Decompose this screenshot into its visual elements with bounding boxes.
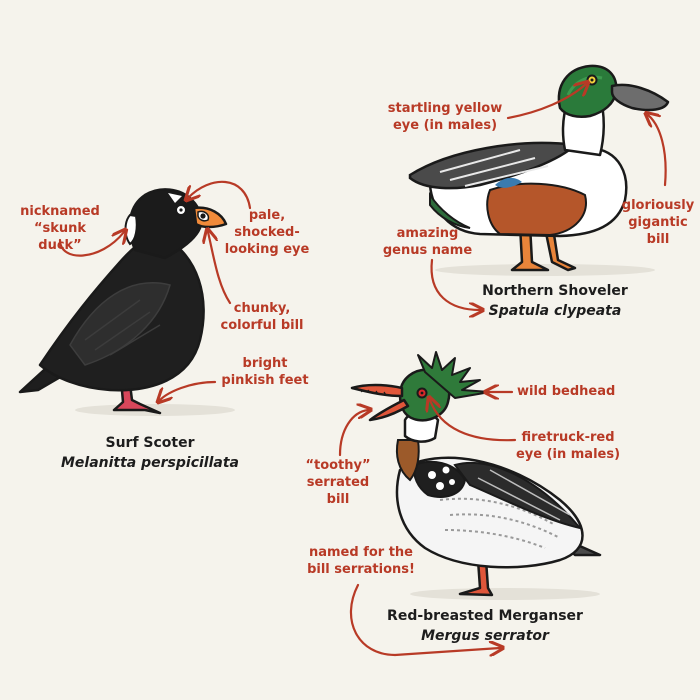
shoveler-caption: Northern Shoveler Spatula clypeata bbox=[440, 281, 670, 321]
scoter-common-name: Surf Scoter bbox=[105, 435, 195, 451]
arrow-merganser-eye bbox=[430, 400, 517, 442]
surf-scoter-illustration bbox=[18, 188, 228, 415]
arrow-scoter-feet bbox=[160, 380, 217, 400]
arrow-named-for bbox=[349, 583, 500, 655]
scoter-nickname-note: nicknamed “skunk duck” bbox=[20, 204, 100, 253]
merganser-eye-note: firetruck-red eye (in males) bbox=[515, 430, 621, 462]
scoter-eye-note: pale, shocked- looking eye bbox=[224, 208, 310, 257]
shoveler-scientific-name: Spatula clypeata bbox=[488, 303, 622, 319]
arrow-shoveler-eye bbox=[506, 84, 586, 120]
arrow-genus bbox=[430, 258, 480, 310]
arrow-scoter-bill bbox=[208, 232, 232, 305]
arrow-merganser-bill bbox=[338, 410, 368, 457]
annotation-arrows bbox=[58, 84, 667, 655]
shoveler-eye-note: startling yellow eye (in males) bbox=[387, 101, 503, 133]
scoter-scientific-name: Melanitta perspicillata bbox=[60, 455, 239, 471]
scoter-feet-note: bright pinkish feet bbox=[221, 356, 309, 388]
merganser-named-for-note: named for the bill serrations! bbox=[307, 545, 415, 577]
scoter-bill-note: chunky, colorful bill bbox=[220, 301, 304, 333]
arrow-shoveler-bill bbox=[648, 115, 667, 187]
red-breasted-merganser-illustration bbox=[350, 351, 602, 597]
merganser-shadow bbox=[410, 588, 600, 600]
shoveler-genus-note: amazing genus name bbox=[382, 226, 473, 258]
arrow-scoter-eye bbox=[188, 180, 252, 210]
shoveler-common-name: Northern Shoveler bbox=[482, 283, 628, 299]
merganser-common-name: Red-breasted Merganser bbox=[387, 608, 583, 624]
merganser-scientific-name: Mergus serrator bbox=[421, 628, 549, 644]
shoveler-bill-note: gloriously gigantic bill bbox=[621, 198, 695, 247]
merganser-bill-note: “toothy” serrated bill bbox=[305, 458, 371, 507]
arrow-nickname bbox=[58, 232, 124, 257]
northern-shoveler-illustration bbox=[408, 64, 670, 272]
merganser-bedhead-note: wild bedhead bbox=[517, 384, 616, 399]
merganser-caption: Red-breasted Merganser Mergus serrator bbox=[355, 606, 615, 646]
scoter-caption: Surf Scoter Melanitta perspicillata bbox=[30, 433, 270, 473]
